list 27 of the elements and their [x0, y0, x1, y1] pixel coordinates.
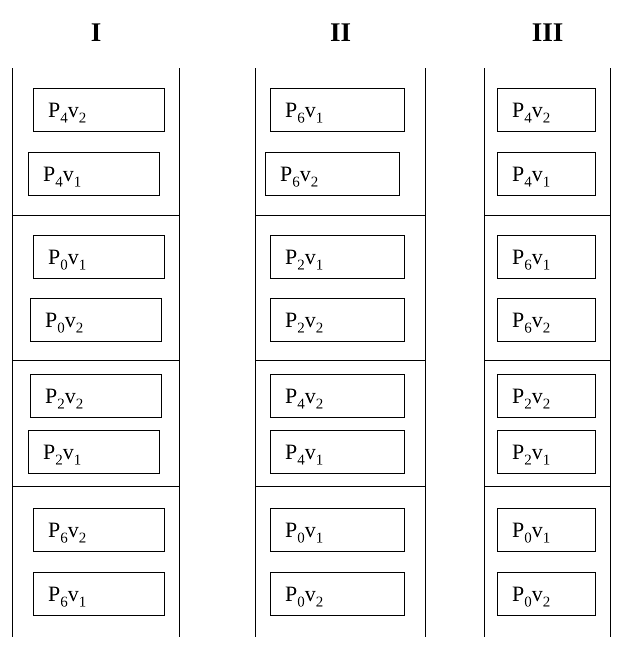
state-box: P$_{0}$v$_{1}$: [270, 508, 405, 552]
state-box: P$_{6}$v$_{1}$: [497, 235, 596, 279]
column-heading: II: [330, 16, 351, 49]
column-heading: III: [532, 16, 564, 49]
state-box: P$_{4}$v$_{1}$: [28, 152, 160, 196]
state-box: P$_{0}$v$_{2}$: [497, 572, 596, 616]
state-box: P$_{2}$v$_{2}$: [30, 374, 162, 418]
state-box: P$_{2}$v$_{1}$: [28, 430, 160, 474]
state-box: P$_{2}$v$_{1}$: [270, 235, 405, 279]
state-box: P$_{2}$v$_{1}$: [497, 430, 596, 474]
state-box: P$_{0}$v$_{2}$: [30, 298, 162, 342]
state-box: P$_{4}$v$_{2}$: [270, 374, 405, 418]
state-box: P$_{0}$v$_{1}$: [497, 508, 596, 552]
state-box: P$_{6}$v$_{1}$: [33, 572, 165, 616]
column-heading: I: [90, 16, 102, 49]
state-box: P$_{6}$v$_{1}$: [270, 88, 405, 132]
state-box: P$_{4}$v$_{1}$: [497, 152, 596, 196]
state-box: P$_{4}$v$_{2}$: [497, 88, 596, 132]
state-box: P$_{6}$v$_{2}$: [497, 298, 596, 342]
state-box: P$_{6}$v$_{2}$: [265, 152, 400, 196]
state-box: P$_{4}$v$_{2}$: [33, 88, 165, 132]
state-box: P$_{6}$v$_{2}$: [33, 508, 165, 552]
state-box: P$_{0}$v$_{1}$: [33, 235, 165, 279]
state-box: P$_{2}$v$_{2}$: [270, 298, 405, 342]
state-box: P$_{2}$v$_{2}$: [497, 374, 596, 418]
state-box: P$_{0}$v$_{2}$: [270, 572, 405, 616]
state-box: P$_{4}$v$_{1}$: [270, 430, 405, 474]
